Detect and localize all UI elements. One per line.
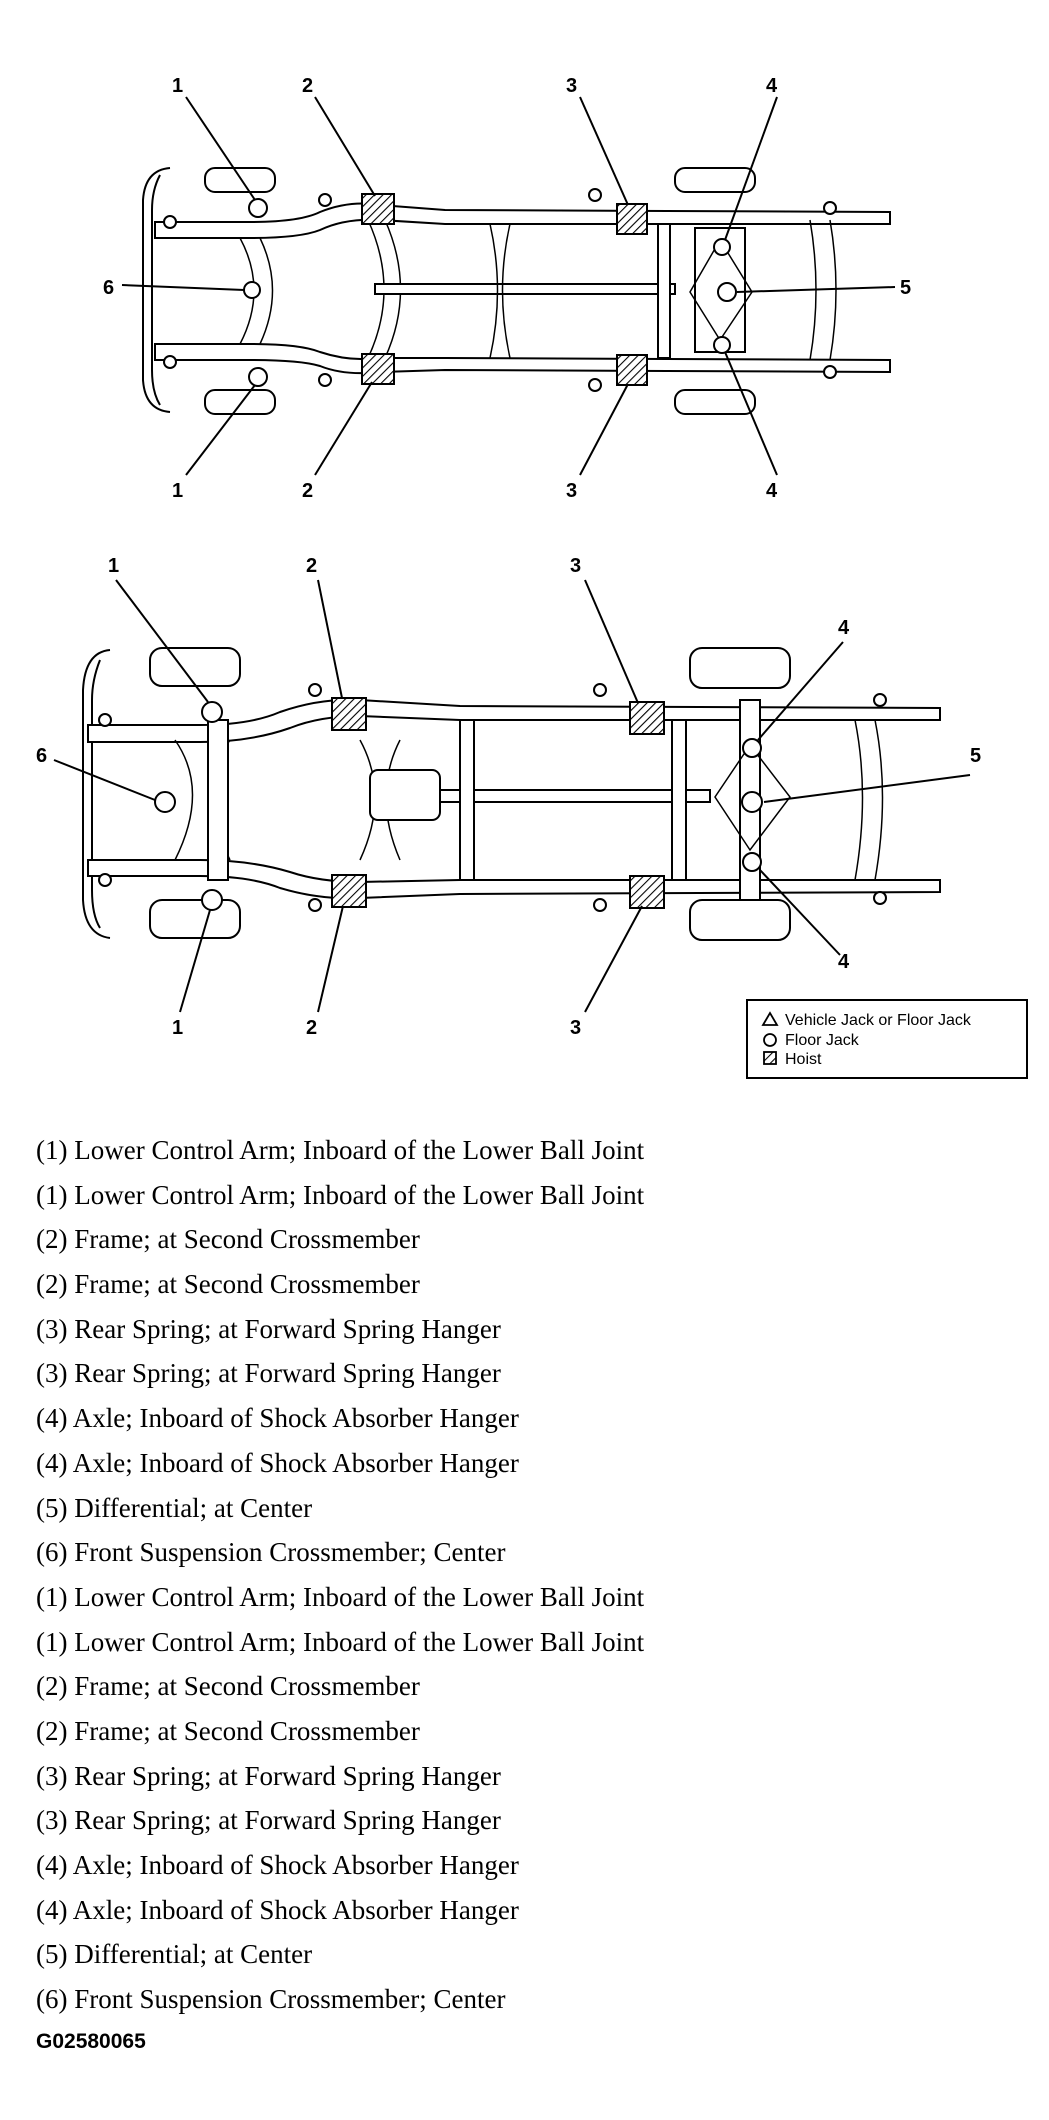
caption-item: (2) Frame; at Second Crossmember — [36, 1715, 420, 1746]
rear-right-tire — [674, 389, 756, 415]
legend: Vehicle Jack or Floor Jack Floor Jack Ho… — [746, 999, 1028, 1079]
callout-4-top: 4 — [766, 75, 778, 97]
caption-item: (6) Front Suspension Crossmember; Center — [36, 1537, 506, 1568]
transmission — [369, 769, 441, 821]
callout-2-bottom-2: 2 — [306, 1017, 317, 1039]
caption-item: (4) Axle; Inboard of Shock Absorber Hang… — [36, 1447, 519, 1478]
callout-1-bottom-2: 1 — [172, 1017, 183, 1039]
caption-list: (1) Lower Control Arm; Inboard of the Lo… — [36, 1128, 1016, 2022]
legend-label-hoist: Hoist — [785, 1051, 822, 1068]
caption-item: (1) Lower Control Arm; Inboard of the Lo… — [36, 1626, 645, 1657]
left-frame-rail — [154, 202, 891, 239]
right-frame-rail — [154, 343, 891, 375]
circle-icon — [763, 1033, 777, 1047]
caption-item: (3) Rear Spring; at Forward Spring Hange… — [36, 1313, 501, 1344]
bottom-chassis-view: 1 2 3 4 1 2 3 4 6 5 — [36, 555, 981, 1039]
front-left-tire — [204, 167, 276, 193]
lift-point-4-upper — [713, 238, 731, 256]
callout-2-top: 2 — [302, 75, 313, 97]
hoist-point-2-upper-2 — [331, 697, 367, 731]
lift-point-5 — [717, 282, 737, 302]
right-frame-rail-2 — [87, 859, 941, 900]
callout-4-bottom: 4 — [766, 480, 778, 502]
caption-item: (4) Axle; Inboard of Shock Absorber Hang… — [36, 1403, 519, 1434]
lift-point-5-2 — [741, 791, 763, 813]
callout-1-top: 1 — [172, 75, 183, 97]
callout-3-top-2: 3 — [570, 555, 581, 577]
hoist-point-3-upper-2 — [629, 701, 665, 735]
callout-1-bottom: 1 — [172, 480, 183, 502]
callout-2-top-2: 2 — [306, 555, 317, 577]
lift-point-1-upper-2 — [201, 701, 223, 723]
lift-point-1-upper — [248, 198, 268, 218]
hoist-point-2-lower — [361, 353, 395, 385]
lift-point-4-lower-2 — [742, 852, 762, 872]
front-right-tire-2 — [149, 899, 241, 939]
hoist-point-3-lower-2 — [629, 875, 665, 909]
front-left-tire-2 — [149, 647, 241, 687]
rear-left-tire-2 — [689, 647, 791, 689]
hatched-square-icon — [763, 1051, 777, 1065]
hoist-point-2-lower-2 — [331, 874, 367, 908]
triangle-icon — [761, 1011, 779, 1026]
callout-5: 5 — [900, 277, 911, 299]
callout-5-2: 5 — [970, 745, 981, 767]
callout-6-2: 6 — [36, 745, 47, 767]
left-frame-rail-2 — [87, 698, 941, 743]
hoist-point-3-lower — [616, 354, 648, 386]
caption-item: (3) Rear Spring; at Forward Spring Hange… — [36, 1805, 501, 1836]
callout-3-top: 3 — [566, 75, 577, 97]
lift-point-6 — [243, 281, 261, 299]
callout-6: 6 — [103, 277, 114, 299]
lift-point-4-upper-2 — [742, 738, 762, 758]
lift-point-1-lower-2 — [201, 889, 223, 911]
callout-4-top-2: 4 — [838, 617, 850, 639]
driveshaft — [374, 283, 676, 295]
lift-point-6-2 — [154, 791, 176, 813]
lift-point-diagram: 1 2 3 4 1 2 3 4 6 5 — [36, 75, 1028, 1079]
caption-item: (1) Lower Control Arm; Inboard of the Lo… — [36, 1179, 645, 1210]
caption-item: (1) Lower Control Arm; Inboard of the Lo… — [36, 1135, 645, 1165]
legend-box — [746, 999, 1028, 1079]
front-bumper — [142, 167, 171, 413]
hoist-point-3-upper — [616, 203, 648, 235]
callout-3-bottom-2: 3 — [570, 1017, 581, 1039]
front-right-tire — [204, 389, 276, 415]
caption-item: (1) Lower Control Arm; Inboard of the Lo… — [36, 1581, 645, 1612]
caption-item: (5) Differential; at Center — [36, 1939, 313, 1970]
legend-label-floor-jack: Floor Jack — [785, 1032, 860, 1049]
caption-item: (4) Axle; Inboard of Shock Absorber Hang… — [36, 1894, 519, 1925]
callout-4-bottom-2: 4 — [838, 951, 850, 973]
rear-left-tire — [674, 167, 756, 193]
hoist-point-2-upper — [361, 193, 395, 225]
figure-id: G02580065 — [36, 2030, 146, 2053]
callout-1-top-2: 1 — [108, 555, 119, 577]
driveshaft-2 — [439, 789, 711, 803]
front-bumper-2 — [82, 649, 111, 939]
caption-item: (2) Frame; at Second Crossmember — [36, 1224, 420, 1255]
caption-item: (5) Differential; at Center — [36, 1492, 313, 1523]
top-chassis-view: 1 2 3 4 1 2 3 4 6 5 — [103, 75, 911, 502]
callout-2-bottom: 2 — [302, 480, 313, 502]
lift-point-1-lower — [248, 367, 268, 387]
legend-label-vehicle-jack: Vehicle Jack or Floor Jack — [785, 1012, 972, 1029]
caption-item: (2) Frame; at Second Crossmember — [36, 1671, 420, 1702]
rear-right-tire-2 — [689, 899, 791, 941]
caption-item: (3) Rear Spring; at Forward Spring Hange… — [36, 1358, 501, 1389]
caption-item: (2) Frame; at Second Crossmember — [36, 1269, 420, 1300]
caption-item: (4) Axle; Inboard of Shock Absorber Hang… — [36, 1850, 519, 1880]
callout-3-bottom: 3 — [566, 480, 577, 502]
lift-point-4-lower — [713, 336, 731, 354]
caption-item: (3) Rear Spring; at Forward Spring Hange… — [36, 1760, 501, 1791]
caption-item: (6) Front Suspension Crossmember; Center — [36, 1984, 506, 2015]
